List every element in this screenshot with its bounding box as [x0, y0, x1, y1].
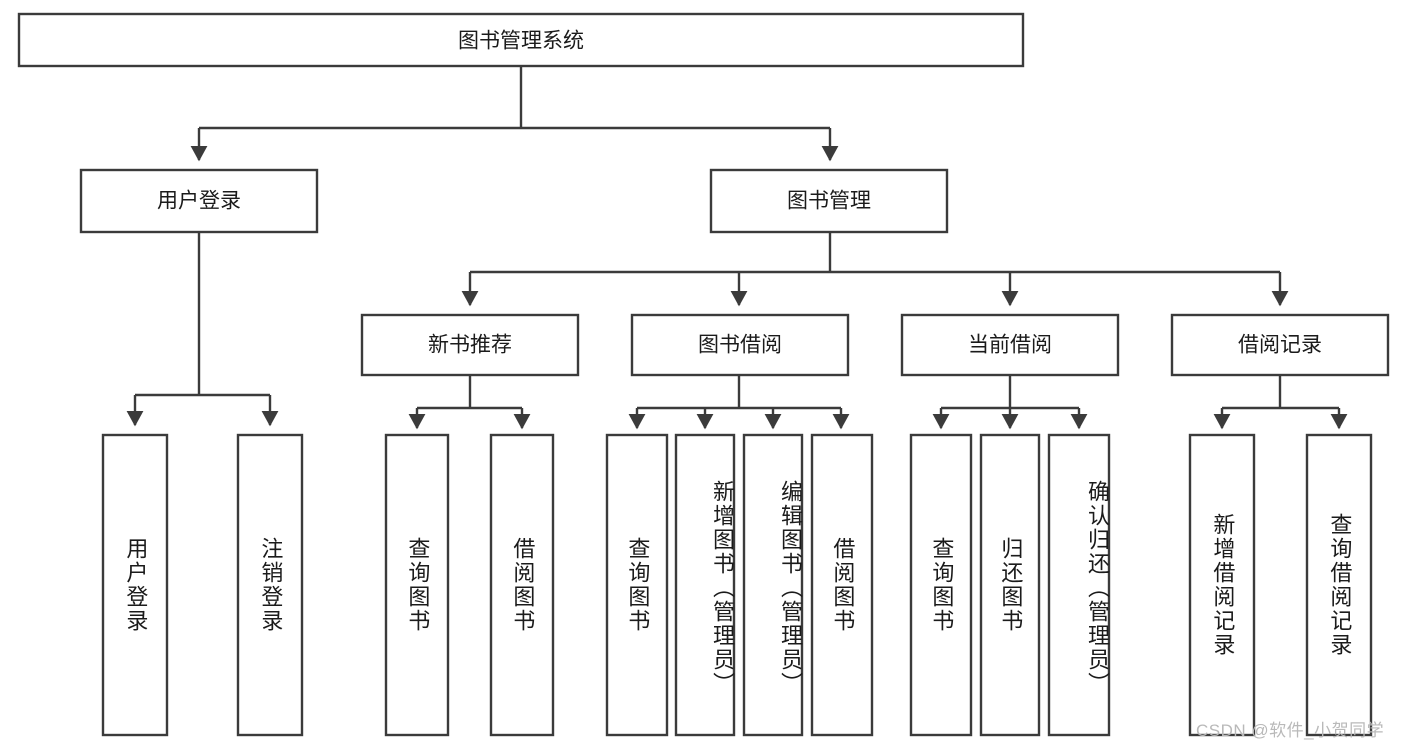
leaf-box-borrow-book-2[interactable] [810, 433, 874, 737]
leaf-box-user-login[interactable] [101, 433, 169, 737]
node-borrow-record[interactable]: 借阅记录 [1170, 313, 1390, 377]
node-root-label: 图书管理系统 [458, 30, 584, 53]
node-new-book-recommend[interactable]: 新书推荐 [360, 313, 580, 377]
leaf-box-query-book-2[interactable] [605, 433, 669, 737]
node-book-borrow[interactable]: 图书借阅 [630, 313, 850, 377]
leaf-box-confirm-return[interactable] [1047, 433, 1111, 737]
leaf-box-logout-login[interactable] [236, 433, 304, 737]
node-book-management-box[interactable] [709, 168, 949, 234]
node-user-login[interactable]: 用户登录 [79, 168, 319, 234]
leaf-box-add-record[interactable] [1188, 433, 1256, 737]
connector-group-new-book-recommend [408, 375, 531, 430]
leaf-box-return-book[interactable] [979, 433, 1041, 737]
leaf-box-query-book-3[interactable] [909, 433, 973, 737]
connector-group-borrow-record [1213, 375, 1348, 430]
node-root[interactable]: 图书管理系统 [17, 12, 1025, 68]
connector-group-root [190, 66, 839, 162]
node-borrow-record-box[interactable] [1170, 313, 1390, 377]
node-current-borrow-box[interactable] [900, 313, 1120, 377]
connector-group-book-borrow [628, 375, 850, 430]
node-borrow-record-label: 借阅记录 [1238, 334, 1322, 357]
leaf-box-query-record[interactable] [1305, 433, 1373, 737]
node-user-login-box[interactable] [79, 168, 319, 234]
node-new-book-recommend-box[interactable] [360, 313, 580, 377]
connector-group-user-login [126, 232, 279, 427]
leaf-box-edit-book[interactable] [742, 433, 804, 737]
connector-group-book-management [461, 232, 1289, 307]
node-book-management-label: 图书管理 [787, 190, 871, 213]
node-new-book-recommend-label: 新书推荐 [428, 334, 512, 357]
leaf-box-borrow-book-1[interactable] [489, 433, 555, 737]
csdn-watermark: CSDN @软件_小贺同学 [1196, 721, 1385, 740]
node-book-borrow-box[interactable] [630, 313, 850, 377]
node-book-management[interactable]: 图书管理 [709, 168, 949, 234]
node-current-borrow[interactable]: 当前借阅 [900, 313, 1120, 377]
node-book-borrow-label: 图书借阅 [698, 334, 782, 357]
connector-group-current-borrow [932, 375, 1088, 430]
node-user-login-label: 用户登录 [157, 190, 241, 213]
node-root-box[interactable] [17, 12, 1025, 68]
leaf-box-add-book[interactable] [674, 433, 736, 737]
node-current-borrow-label: 当前借阅 [968, 334, 1052, 357]
leaf-box-query-book-1[interactable] [384, 433, 450, 737]
